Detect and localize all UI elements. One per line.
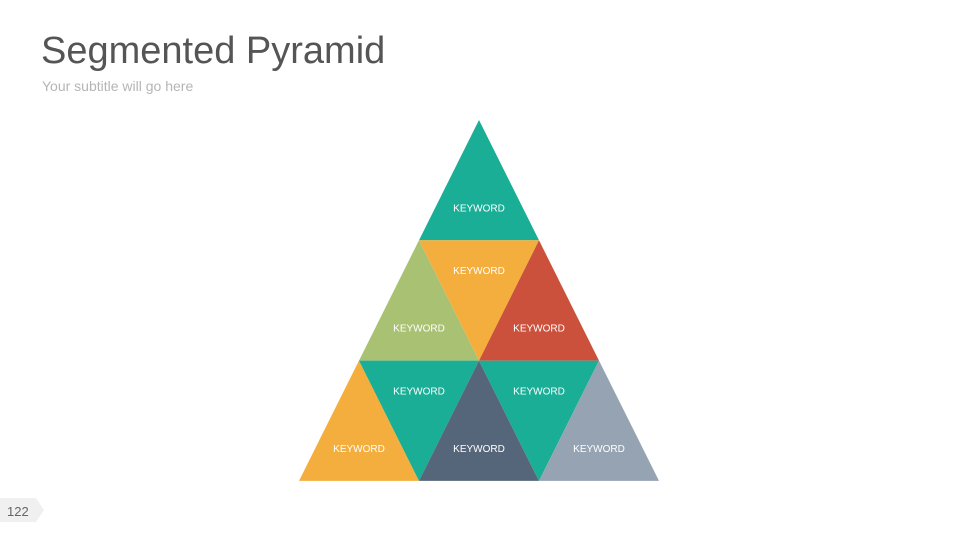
page-number: 122: [7, 504, 29, 519]
pyramid-segment: [419, 240, 539, 361]
pyramid-segment-label: KEYWORD: [513, 324, 565, 335]
pyramid-segment-label: KEYWORD: [573, 444, 625, 455]
pyramid-segment: [359, 360, 479, 481]
pyramid-segment: [299, 360, 419, 481]
page-title: Segmented Pyramid: [41, 30, 386, 72]
pyramid-segment: [359, 240, 479, 361]
pyramid-segment-label: KEYWORD: [513, 386, 565, 397]
pyramid-segment-label: KEYWORD: [453, 203, 505, 214]
page-subtitle: Your subtitle will go here: [42, 78, 194, 94]
pyramid-segment: [419, 360, 539, 481]
pyramid-segment-label: KEYWORD: [453, 444, 505, 455]
pyramid-segment-label: KEYWORD: [393, 324, 445, 335]
pyramid-segment: [479, 240, 599, 361]
page-number-badge: [0, 498, 44, 522]
pyramid-segment: [479, 360, 599, 481]
pyramid-segment-label: KEYWORD: [333, 444, 385, 455]
pyramid-segment-label: KEYWORD: [393, 386, 445, 397]
pyramid-segment: [539, 360, 659, 481]
pyramid-segment-label: KEYWORD: [453, 266, 505, 277]
pyramid-segment: [419, 120, 539, 241]
